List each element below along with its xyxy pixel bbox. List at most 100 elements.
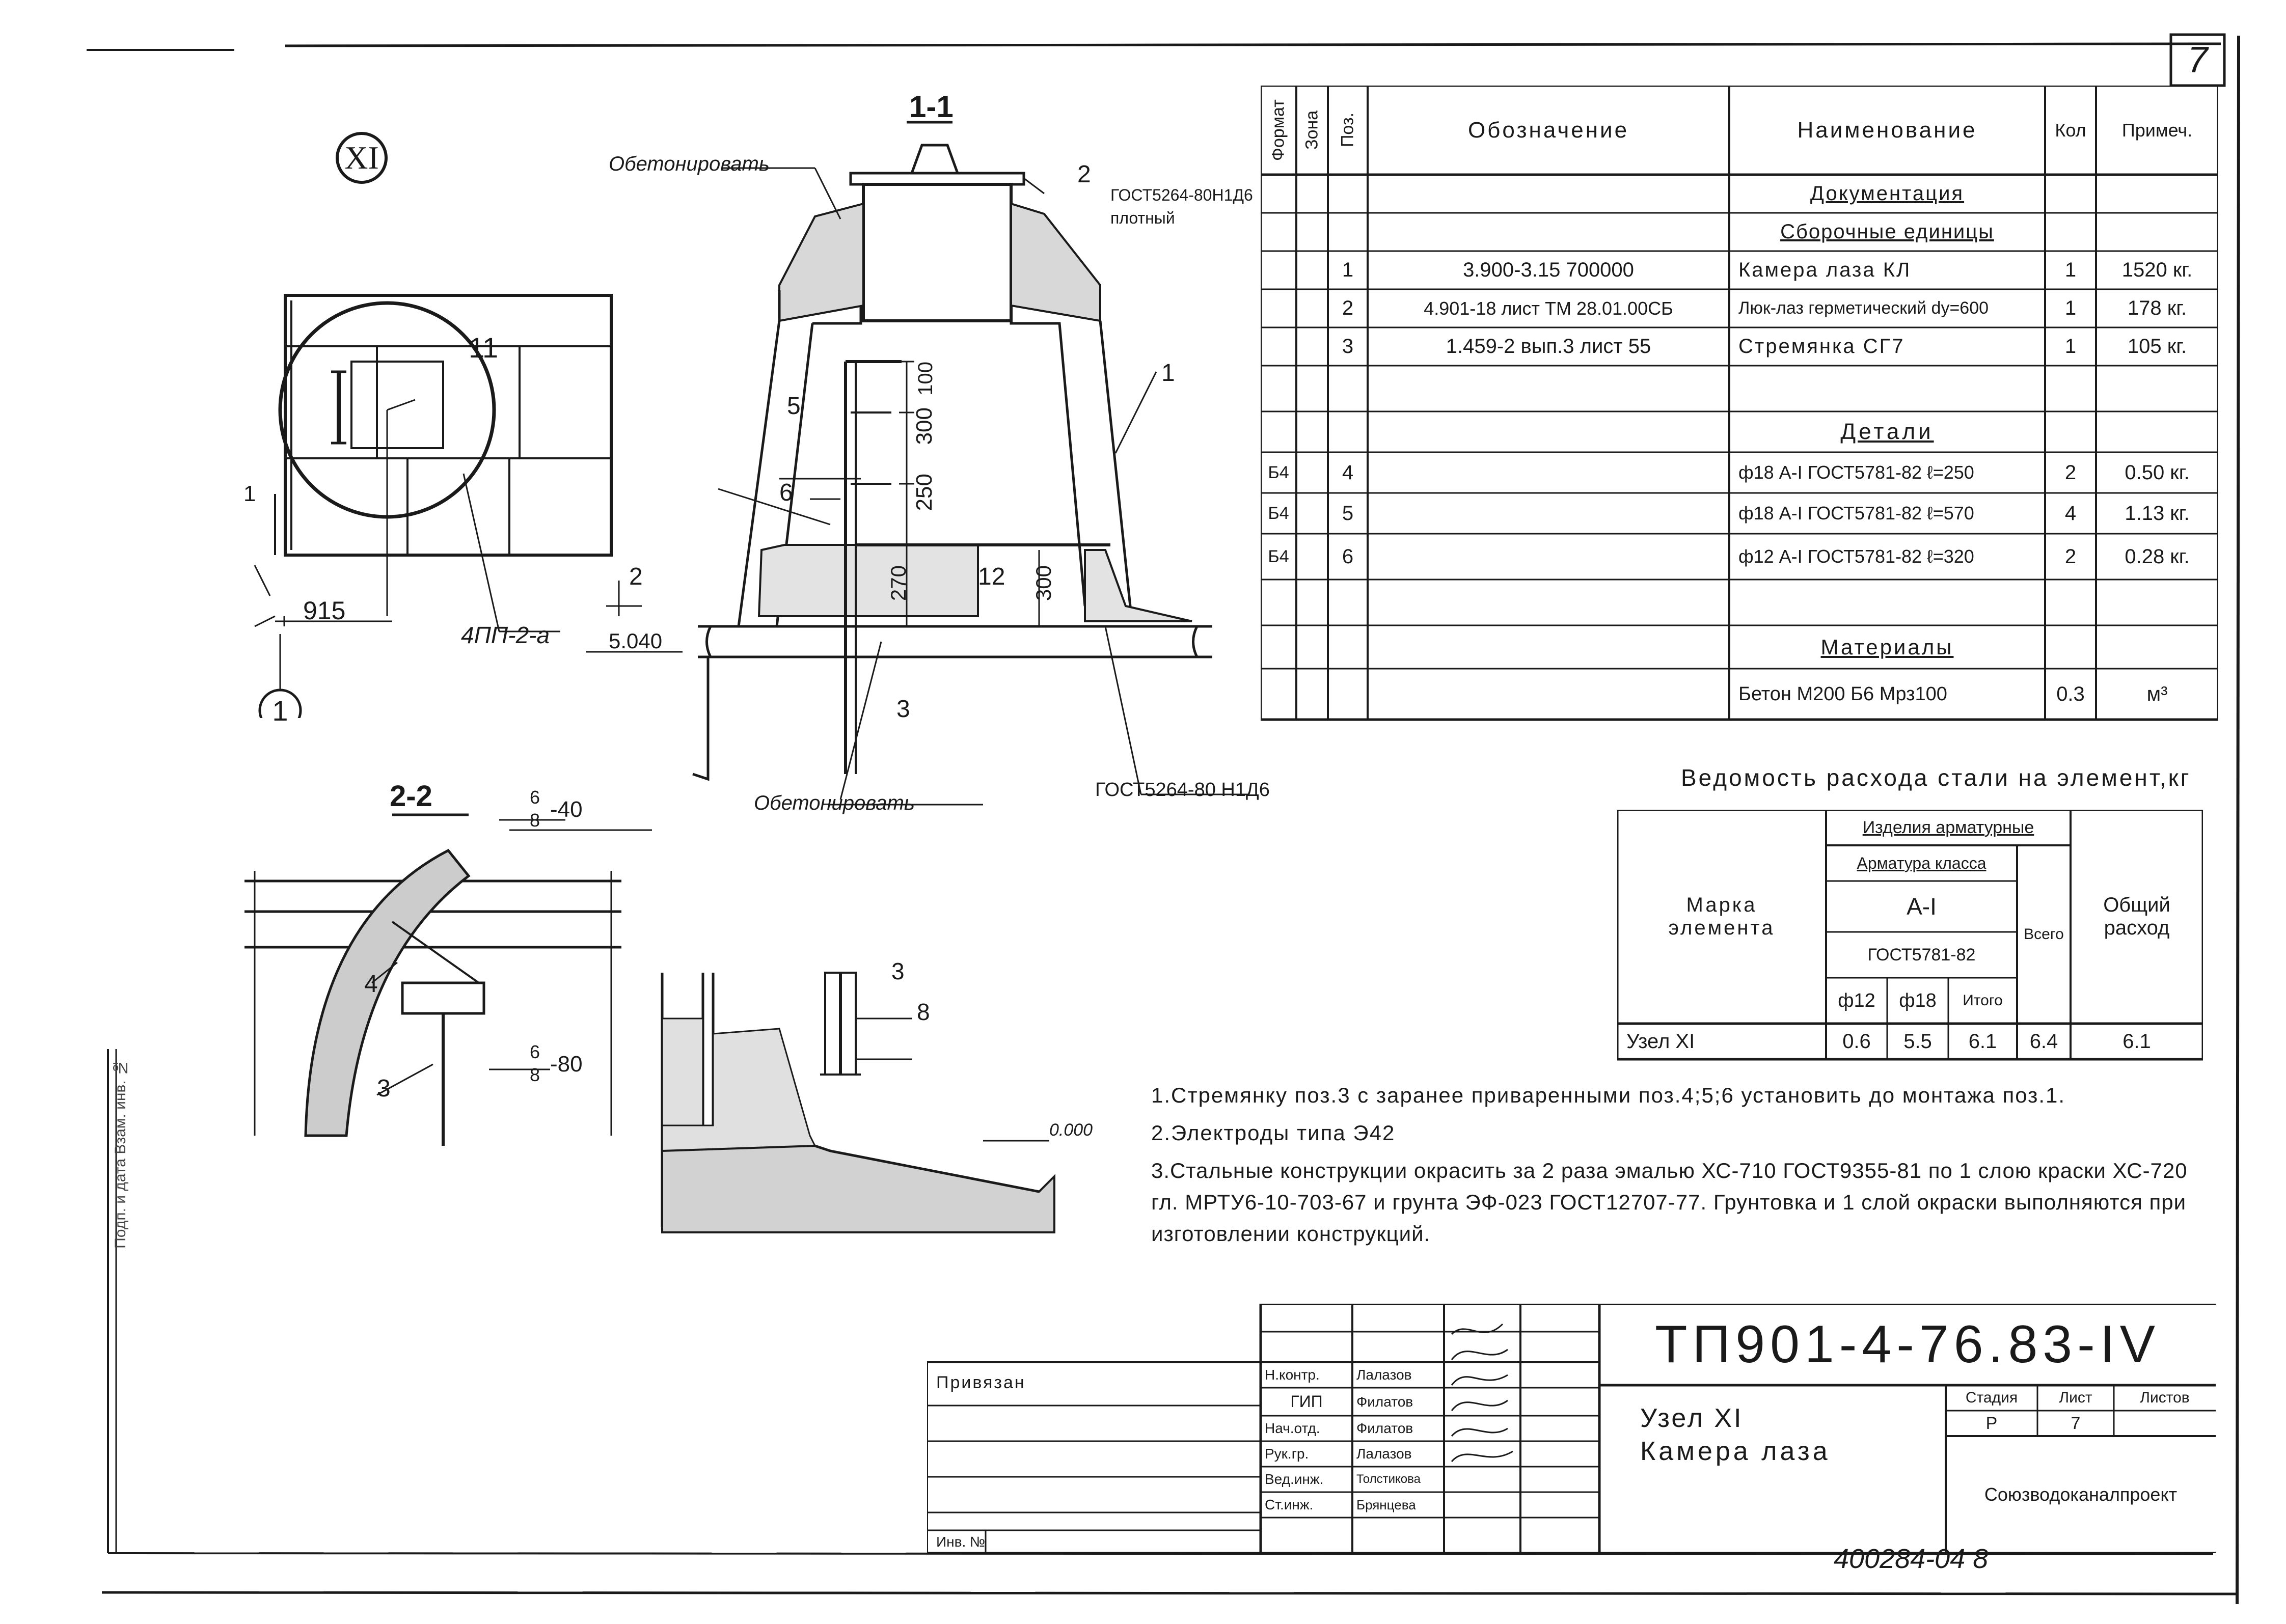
- pos-4-label: 4: [364, 971, 378, 998]
- spec-header-format: Формат: [1268, 99, 1288, 161]
- pos-6-label: 6: [779, 479, 793, 506]
- pos-1-label: 1: [1161, 360, 1175, 387]
- spec-row-designation: 3.900-3.15 700000: [1463, 259, 1634, 281]
- spec-header-pos: Поз.: [1338, 113, 1357, 148]
- title-sheet-header: Лист: [2059, 1389, 2092, 1406]
- title-person: Толстикова: [1356, 1472, 1421, 1486]
- spec-row-qty: 2: [2064, 461, 2077, 484]
- title-bound-label: Привязан: [936, 1372, 1026, 1392]
- elev-0000: 0.000: [1049, 1120, 1093, 1140]
- steel-header-products: Изделия арматурные: [1862, 817, 2034, 837]
- spec-row-format: Б4: [1268, 462, 1289, 482]
- dim-915: 915: [303, 596, 346, 625]
- spec-row-qty: 2: [2064, 545, 2077, 568]
- note-3: 3.Стальные конструкции окрасить за 2 раз…: [1151, 1159, 2188, 1246]
- dim-100: 100: [914, 362, 937, 396]
- gost-bottom-label: ГОСТ5264-80 Н1Д6: [1095, 779, 1270, 801]
- dense-label: плотный: [1110, 209, 1175, 227]
- concrete-bottom-label: Обетонировать: [754, 792, 915, 814]
- spec-row-format: Б4: [1268, 503, 1289, 523]
- spec-section-details: Детали: [1840, 419, 1934, 444]
- pos-5-label: 5: [787, 393, 801, 420]
- steel-header-ai: А-I: [1907, 893, 1937, 920]
- title-person: Брянцева: [1356, 1497, 1416, 1512]
- spec-row-name: Стремянка СГ7: [1738, 335, 1905, 357]
- axis-1-label: 1: [272, 694, 288, 727]
- title-role: Вед.инж.: [1265, 1471, 1324, 1487]
- steel-header-vsego: Всего: [2024, 926, 2064, 943]
- title-name: Камера лаза: [1640, 1437, 1831, 1466]
- spec-section-documentation: Документация: [1810, 182, 1965, 205]
- section-1-1-title: 1-1: [909, 90, 954, 124]
- gost-top-label: ГОСТ5264-80Н1Д6: [1110, 186, 1253, 204]
- spec-row-name: ф18 А-I ГОСТ5781-82 ℓ=570: [1738, 503, 1974, 524]
- spec-row-note: 1520 кг.: [2121, 259, 2193, 281]
- plan-mark-1: 1: [243, 481, 256, 506]
- spec-row-pos: 5: [1342, 502, 1354, 525]
- steel-header-mark: Марка элемента: [1668, 894, 1775, 939]
- spec-row-note: 0.50 кг.: [2125, 461, 2190, 484]
- title-person: Филатов: [1356, 1393, 1413, 1410]
- title-sheet: 7: [2071, 1413, 2081, 1433]
- pos-3c-label: 3: [891, 958, 905, 984]
- spec-row-name: ф18 А-I ГОСТ5781-82 ℓ=250: [1738, 462, 1974, 483]
- spec-header-qty: Кол: [2055, 119, 2086, 141]
- spec-row-name: ф12 А-I ГОСТ5781-82 ℓ=320: [1738, 546, 1974, 567]
- title-organization: Союзводоканалпроект: [1984, 1484, 2178, 1505]
- side-stamp: Подп. и дата Взам. инв. №: [112, 1059, 129, 1249]
- section-2-2-title: 2-2: [390, 780, 432, 813]
- title-person: Лалазов: [1356, 1446, 1412, 1462]
- pos-3b-label: 3: [377, 1075, 391, 1102]
- spec-header-zone: Зона: [1302, 110, 1322, 150]
- steel-table: Марка элемента Изделия арматурные Армату…: [1617, 810, 2203, 1064]
- steel-header-itogo: Итого: [1963, 992, 2003, 1009]
- concrete-top-label: Обетонировать: [609, 153, 770, 175]
- spec-row-qty: 1: [2064, 335, 2077, 357]
- plan-label: 4ПП-2-а: [461, 622, 550, 648]
- title-sheets-header: Листов: [2140, 1389, 2190, 1406]
- spec-row-format: Б4: [1268, 546, 1289, 566]
- spec-row-name: Камера лаза КЛ: [1738, 259, 1912, 281]
- title-person: Филатов: [1356, 1420, 1413, 1436]
- frac-b-top: 6: [530, 1041, 540, 1062]
- spec-section-materials: Материалы: [1820, 635, 1954, 659]
- pos-3a-label: 3: [896, 696, 910, 723]
- title-role: Н.контр.: [1265, 1367, 1320, 1383]
- title-sheets: [2114, 1411, 2216, 1436]
- section-2-2: [244, 813, 652, 1146]
- steel-row-vsego: 6.4: [2029, 1030, 2058, 1053]
- frac-a-top: 6: [530, 787, 540, 808]
- spec-row-pos: 1: [1342, 259, 1354, 281]
- title-inv-label: Инв. №: [936, 1533, 986, 1550]
- detail-view: [661, 972, 1055, 1233]
- spec-row-name: Люк-лаз герметический dу=600: [1738, 298, 1989, 318]
- frac-b-value: -80: [550, 1052, 583, 1077]
- steel-header-total: Общий расход: [2103, 894, 2170, 939]
- plan-pos-11: 11: [469, 332, 499, 364]
- frac-b-bottom: 8: [530, 1064, 540, 1085]
- elev-5040: 5.040: [609, 629, 663, 653]
- steel-row-total: 6.1: [2122, 1030, 2151, 1053]
- spec-row-note: 178 кг.: [2127, 297, 2187, 319]
- spec-header-name: Наименование: [1797, 117, 1977, 143]
- steel-row-d12: 0.6: [1842, 1030, 1871, 1053]
- archive-number: 400284-04 8: [1834, 1544, 1989, 1574]
- steel-row-d18: 5.5: [1903, 1030, 1932, 1053]
- title-role: Ст.инж.: [1265, 1497, 1314, 1512]
- title-node: Узел XI: [1640, 1403, 1744, 1433]
- note-1: 1.Стремянку поз.3 с заранее приваренными…: [1151, 1083, 2066, 1107]
- spec-row-name: Бетон М200 Б6 Мрз100: [1738, 683, 1947, 705]
- pos-2-label: 2: [1077, 161, 1091, 188]
- steel-table-title: Ведомость расхода стали на элемент,кг: [1681, 764, 2191, 791]
- title-role: Нач.отд.: [1265, 1420, 1320, 1436]
- title-code: ТП901-4-76.83-IV: [1654, 1314, 2161, 1374]
- steel-header-d12: ф12: [1838, 989, 1875, 1011]
- spec-row-pos: 4: [1342, 461, 1354, 484]
- node-mark-circle: XI: [344, 140, 379, 176]
- dim-12: 12: [978, 563, 1005, 590]
- frac-a-value: -40: [550, 797, 583, 822]
- spec-row-note: 105 кг.: [2127, 335, 2187, 357]
- spec-table: Формат Зона Поз. Обозначение Наименовани…: [1261, 86, 2218, 722]
- title-role: Рук.гр.: [1265, 1446, 1309, 1462]
